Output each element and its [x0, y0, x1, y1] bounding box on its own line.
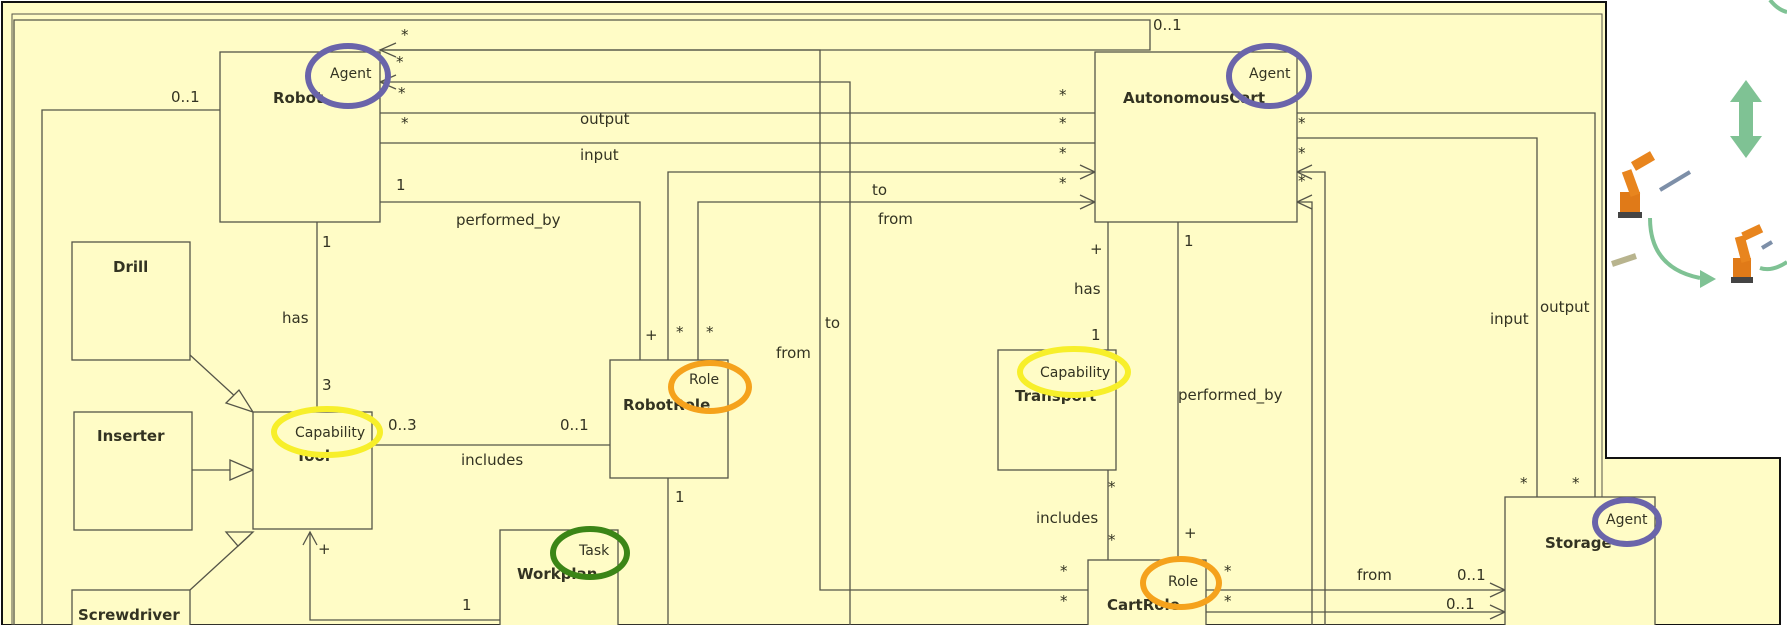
svg-text:*: *	[676, 323, 684, 341]
svg-text:0..1: 0..1	[560, 416, 589, 434]
label-to: to	[872, 181, 887, 199]
role-label: Role	[689, 372, 719, 388]
label-input: input	[1490, 310, 1529, 328]
robot-illustration	[1612, 0, 1787, 288]
svg-text:*: *	[1520, 474, 1528, 492]
class-screwdriver-name: Screwdriver	[78, 606, 180, 624]
svg-text:*: *	[1298, 114, 1306, 132]
svg-text:*: *	[396, 53, 404, 71]
label-has: has	[1074, 280, 1101, 298]
svg-text:1: 1	[1184, 232, 1194, 250]
agent-label: Agent	[1249, 66, 1291, 82]
role-label: Role	[1168, 574, 1198, 590]
label-includes: includes	[1036, 509, 1098, 527]
label-output: output	[1540, 298, 1590, 316]
svg-text:+: +	[1184, 524, 1197, 542]
svg-text:*: *	[1060, 592, 1068, 610]
class-drill-name: Drill	[113, 258, 148, 276]
svg-text:*: *	[706, 323, 714, 341]
label-from: from	[776, 344, 811, 362]
double-arrow-icon	[1730, 80, 1762, 158]
svg-text:1: 1	[322, 233, 332, 251]
class-inserter-name: Inserter	[97, 427, 165, 445]
svg-text:+: +	[1090, 240, 1103, 258]
label-performed-by: performed_by	[1178, 386, 1283, 405]
class-inserter[interactable]: Inserter	[74, 412, 192, 530]
label-output: output	[580, 110, 630, 128]
class-drill[interactable]: Drill	[72, 242, 190, 360]
svg-text:*: *	[398, 84, 406, 102]
capability-label: Capability	[295, 425, 365, 441]
label-has: has	[282, 309, 309, 327]
svg-text:*: *	[1572, 474, 1580, 492]
svg-text:*: *	[1298, 172, 1306, 190]
svg-text:*: *	[1108, 478, 1116, 496]
label-from: from	[1357, 566, 1392, 584]
svg-text:1: 1	[675, 488, 685, 506]
curved-arrow-icon	[1650, 218, 1700, 278]
class-screwdriver[interactable]: Screwdriver	[72, 590, 190, 625]
svg-text:*: *	[1059, 174, 1067, 192]
label-to: to	[825, 314, 840, 332]
svg-text:1: 1	[462, 596, 472, 614]
svg-text:*: *	[1224, 562, 1232, 580]
svg-text:*: *	[1108, 531, 1116, 549]
capability-label: Capability	[1040, 365, 1110, 381]
svg-text:1: 1	[396, 176, 406, 194]
label-performed-by: performed_by	[456, 211, 561, 230]
svg-text:*: *	[1298, 144, 1306, 162]
svg-text:0..1: 0..1	[1153, 16, 1182, 34]
svg-text:*: *	[1059, 114, 1067, 132]
label-includes: includes	[461, 451, 523, 469]
svg-text:0..1: 0..1	[1446, 595, 1475, 613]
svg-text:3: 3	[322, 376, 332, 394]
svg-text:0..1: 0..1	[1457, 566, 1486, 584]
svg-text:1: 1	[1091, 326, 1101, 344]
svg-text:+: +	[645, 326, 658, 344]
svg-text:0..1: 0..1	[171, 88, 200, 106]
task-label: Task	[578, 543, 610, 559]
svg-text:*: *	[401, 114, 409, 132]
svg-text:*: *	[1059, 144, 1067, 162]
svg-text:*: *	[1060, 562, 1068, 580]
svg-text:+: +	[318, 540, 331, 558]
svg-text:*: *	[1224, 592, 1232, 610]
svg-text:0..3: 0..3	[388, 416, 417, 434]
svg-text:*: *	[401, 26, 409, 44]
screwdriver-icon	[1612, 256, 1636, 264]
agent-label: Agent	[1606, 512, 1648, 528]
robot-arm-icon	[1731, 224, 1772, 283]
svg-text:*: *	[1059, 86, 1067, 104]
label-from: from	[878, 210, 913, 228]
agent-label: Agent	[330, 66, 372, 82]
label-input: input	[580, 146, 619, 164]
robot-arm-icon	[1618, 151, 1690, 218]
